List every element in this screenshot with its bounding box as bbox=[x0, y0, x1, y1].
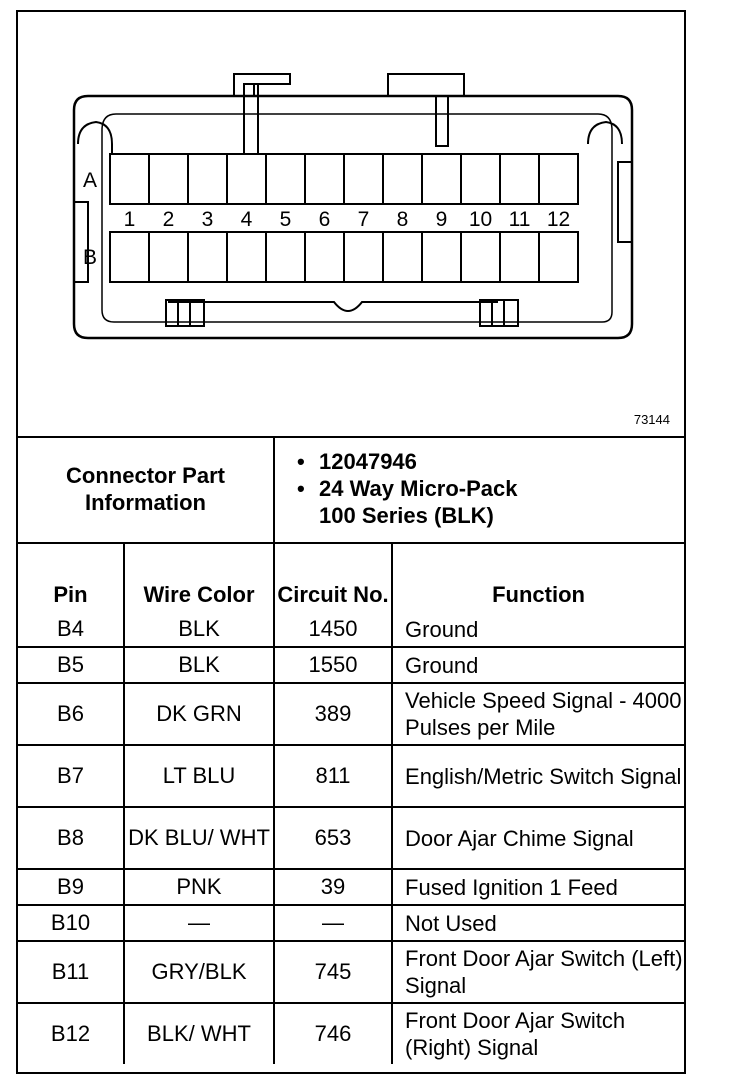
cavity-b7 bbox=[343, 231, 384, 283]
circuit-cell: 811 bbox=[273, 744, 394, 808]
connector-info-values: 12047946 24 Way Micro-Pack 100 Series (B… bbox=[273, 436, 685, 544]
pin-number-9: 9 bbox=[436, 208, 448, 231]
cavity-b5 bbox=[265, 231, 306, 283]
pin-number-12: 12 bbox=[547, 208, 570, 231]
cavity-a8 bbox=[382, 153, 423, 205]
function-cell: Ground bbox=[391, 646, 685, 684]
pin-number-3: 3 bbox=[202, 208, 214, 231]
cavity-a12 bbox=[538, 153, 579, 205]
row-label-a: A bbox=[83, 169, 97, 192]
cavity-a4 bbox=[226, 153, 267, 205]
cavity-a5 bbox=[265, 153, 306, 205]
connector-info-label: Connector Part Information bbox=[18, 436, 276, 544]
pin-cell: B6 bbox=[18, 682, 125, 746]
cavity-a1 bbox=[109, 153, 150, 205]
header-wire-color: Wire Color bbox=[122, 542, 276, 612]
function-cell: Front Door Ajar Switch (Left) Signal bbox=[391, 940, 685, 1004]
pinout-table: Connector Part Information 12047946 24 W… bbox=[18, 436, 685, 1064]
wire-color-cell: DK BLU/ WHT bbox=[122, 806, 276, 870]
wire-color-cell: BLK bbox=[122, 646, 276, 684]
part-number: 12047946 bbox=[297, 448, 684, 475]
pin-number-8: 8 bbox=[397, 208, 409, 231]
cavity-a9 bbox=[421, 153, 462, 205]
header-circuit: Circuit No. bbox=[273, 542, 394, 612]
pin-cell: B8 bbox=[18, 806, 125, 870]
wire-color-cell: — bbox=[122, 904, 276, 942]
row-label-b: B bbox=[83, 246, 97, 269]
description-line1: 24 Way Micro-Pack bbox=[297, 475, 684, 502]
function-cell: English/Metric Switch Signal bbox=[391, 744, 685, 808]
function-cell: Door Ajar Chime Signal bbox=[391, 806, 685, 870]
circuit-cell: — bbox=[273, 904, 394, 942]
cavity-b6 bbox=[304, 231, 345, 283]
circuit-cell: 39 bbox=[273, 868, 394, 906]
wire-color-cell: PNK bbox=[122, 868, 276, 906]
circuit-cell: 653 bbox=[273, 806, 394, 870]
function-cell: Vehicle Speed Signal - 4000 Pulses per M… bbox=[391, 682, 685, 746]
pin-cell: B10 bbox=[18, 904, 125, 942]
wire-color-cell: GRY/BLK bbox=[122, 940, 276, 1004]
pin-number-5: 5 bbox=[280, 208, 292, 231]
cavity-a3 bbox=[187, 153, 228, 205]
function-cell: Front Door Ajar Switch (Right) Signal bbox=[391, 1002, 685, 1064]
cavity-a10 bbox=[460, 153, 501, 205]
wire-color-cell: BLK/ WHT bbox=[122, 1002, 276, 1064]
table-header-row: Pin Wire Color Circuit No. Function bbox=[18, 542, 685, 612]
cavity-b4 bbox=[226, 231, 267, 283]
circuit-cell: 746 bbox=[273, 1002, 394, 1064]
cavity-b11 bbox=[499, 231, 540, 283]
pin-number-6: 6 bbox=[319, 208, 331, 231]
cavity-b12 bbox=[538, 231, 579, 283]
pin-number-10: 10 bbox=[469, 208, 492, 231]
table-row: B10——Not Used bbox=[18, 904, 685, 942]
pin-cell: B11 bbox=[18, 940, 125, 1004]
figure-number: 73144 bbox=[633, 412, 670, 427]
wire-color-cell: LT BLU bbox=[122, 744, 276, 808]
cavity-b8 bbox=[382, 231, 423, 283]
cavity-b3 bbox=[187, 231, 228, 283]
function-cell: Not Used bbox=[391, 904, 685, 942]
pin-cell: B12 bbox=[18, 1002, 125, 1064]
pin-number-11: 11 bbox=[509, 208, 531, 231]
pin-cell: B5 bbox=[18, 646, 125, 684]
cavity-b1 bbox=[109, 231, 150, 283]
circuit-cell: 745 bbox=[273, 940, 394, 1004]
pin-cell: B4 bbox=[18, 612, 125, 648]
cavity-a7 bbox=[343, 153, 384, 205]
circuit-cell: 389 bbox=[273, 682, 394, 746]
circuit-cell: 1550 bbox=[273, 646, 394, 684]
circuit-cell: 1450 bbox=[273, 612, 394, 648]
header-function: Function bbox=[391, 542, 685, 612]
pin-number-4: 4 bbox=[241, 208, 253, 231]
wire-color-cell: BLK bbox=[122, 612, 276, 648]
pin-number-2: 2 bbox=[163, 208, 175, 231]
wire-color-cell: DK GRN bbox=[122, 682, 276, 746]
description-line2: 100 Series (BLK) bbox=[319, 503, 494, 528]
pin-number-1: 1 bbox=[124, 208, 136, 231]
pin-cell: B7 bbox=[18, 744, 125, 808]
cavity-a11 bbox=[499, 153, 540, 205]
cavity-a2 bbox=[148, 153, 189, 205]
pin-cell: B9 bbox=[18, 868, 125, 906]
cavity-b2 bbox=[148, 231, 189, 283]
cavity-b9 bbox=[421, 231, 462, 283]
cavity-a6 bbox=[304, 153, 345, 205]
header-pin: Pin bbox=[18, 542, 125, 612]
function-cell: Ground bbox=[391, 612, 685, 648]
function-cell: Fused Ignition 1 Feed bbox=[391, 868, 685, 906]
cavity-b10 bbox=[460, 231, 501, 283]
pin-number-7: 7 bbox=[358, 208, 370, 231]
